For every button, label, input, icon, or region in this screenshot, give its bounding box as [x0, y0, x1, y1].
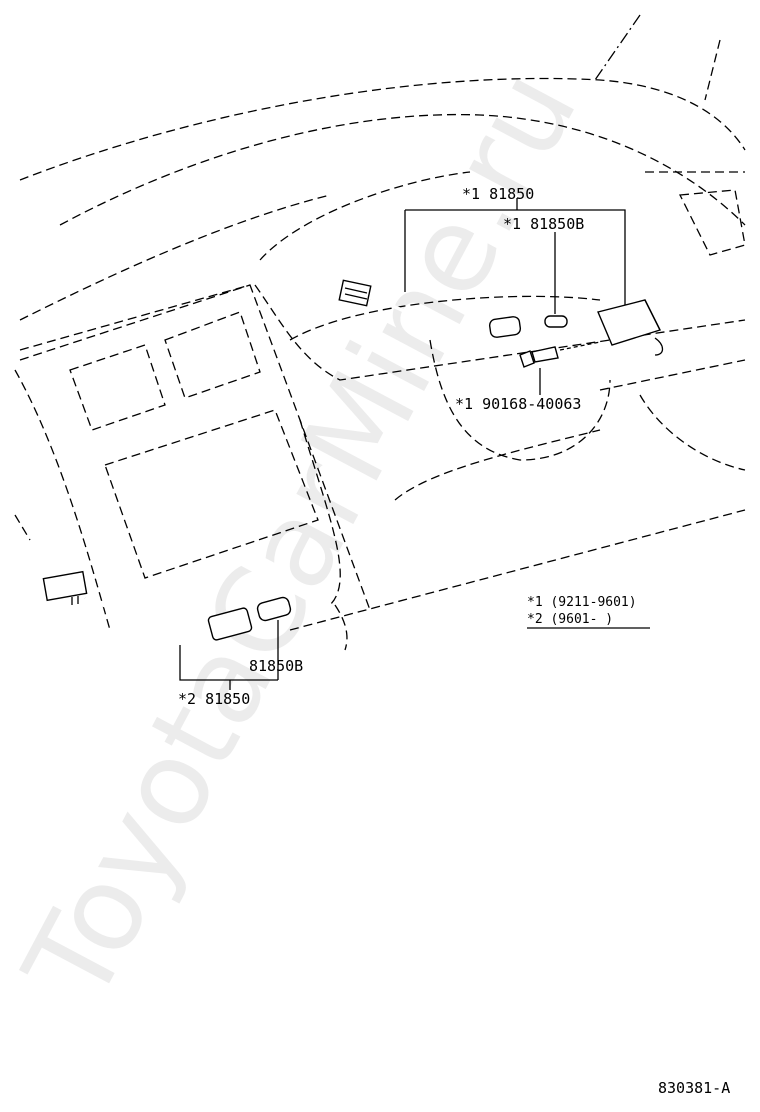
lower-connector: [42, 570, 88, 602]
upper-bulb: [544, 315, 568, 328]
part-labels: *1 81850 *1 81850B *1 90168-40063 81850B…: [178, 185, 584, 708]
diagram-id: 830381-A: [658, 1079, 730, 1097]
label-lower-bulb: 81850B: [249, 657, 303, 675]
lower-bulb: [256, 596, 292, 622]
label-upper-harness: *1 81850: [462, 185, 534, 203]
label-screw: *1 90168-40063: [455, 395, 581, 413]
lamp-housing: [597, 299, 661, 346]
lower-harness-assembly: [42, 570, 292, 690]
upper-harness-assembly: [338, 198, 664, 395]
legend-line-1: *1 (9211-9601): [527, 595, 637, 610]
legend-line-2: *2 (9601- ): [527, 612, 613, 627]
label-upper-bulb: *1 81850B: [503, 215, 584, 233]
upper-connector: [338, 279, 372, 307]
lower-socket: [207, 607, 253, 641]
label-lower-harness: *2 81850: [178, 690, 250, 708]
upper-socket: [488, 316, 522, 338]
legend: *1 (9211-9601) *2 (9601- ): [527, 595, 650, 629]
vehicle-outline: [14, 14, 746, 651]
screw: [519, 341, 601, 368]
